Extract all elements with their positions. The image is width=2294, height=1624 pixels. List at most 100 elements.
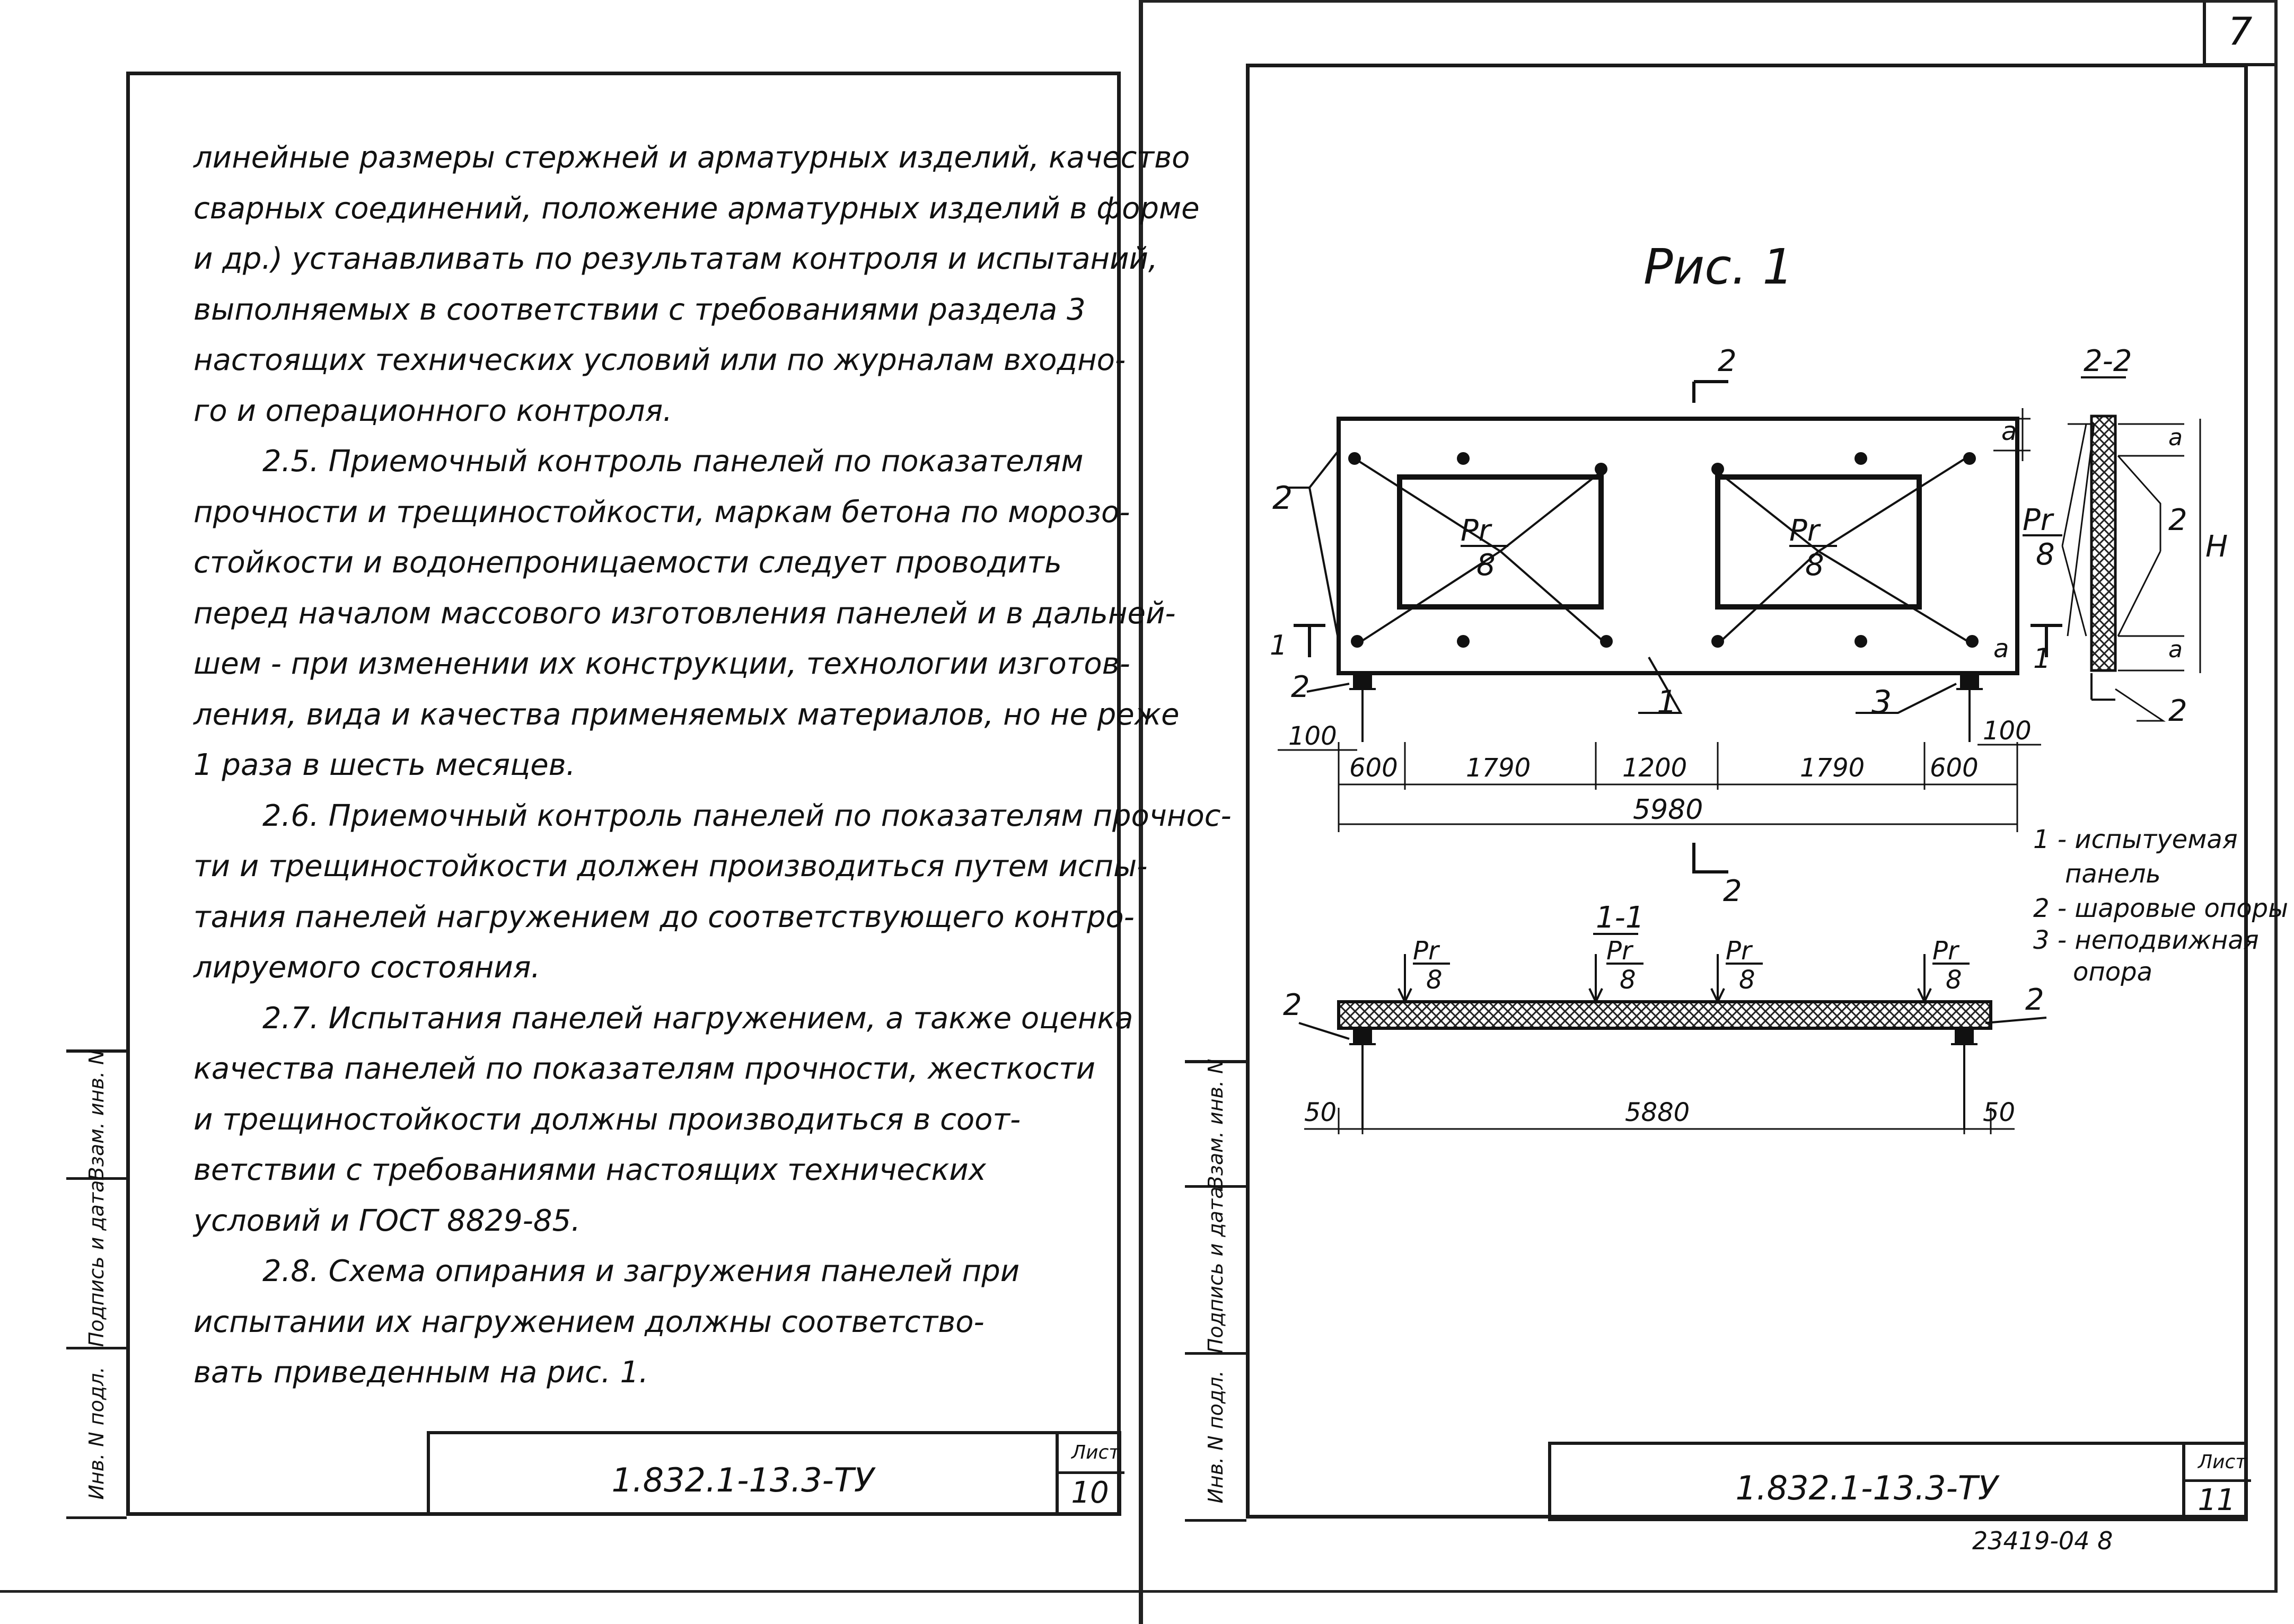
- legend-line: 2 - шаровые опоры: [2033, 894, 2288, 923]
- dim-a: a: [2168, 636, 2183, 663]
- section-label: 1: [1270, 630, 1287, 661]
- page-bottom-edge: [0, 1590, 2278, 1593]
- load-label: Pr: [1932, 936, 1960, 966]
- sheet-label: Лист: [2198, 1451, 2247, 1473]
- dim-50: 50: [1983, 1098, 2015, 1127]
- text-line: шем - при изменении их конструкции, техн…: [194, 647, 1130, 681]
- callout-2: 2: [1291, 670, 1310, 704]
- side-cell-inv: Инв. N подл.: [1185, 1355, 1246, 1522]
- text-line: 2.5. Приемочный контроль панелей по пока…: [262, 444, 1084, 479]
- side-cell-sign: Подпись и дата: [66, 1180, 127, 1349]
- text-line: перед началом массового изготовления пан…: [194, 596, 1176, 631]
- load-label: Pr: [1461, 514, 1492, 548]
- callout-2: 2: [2168, 694, 2187, 728]
- support-left: [1349, 674, 1376, 742]
- text-line: тания панелей нагружением до соответству…: [194, 899, 1135, 934]
- text-line: 2.6. Приемочный контроль панелей по пока…: [262, 798, 1232, 833]
- dim-100: 100: [1983, 716, 2032, 746]
- text-line: го и операционного контроля.: [194, 393, 673, 428]
- window-right: [1715, 474, 1922, 610]
- section-1-1-body: [1337, 1000, 1992, 1030]
- section-label: 2: [1718, 344, 1737, 378]
- page-divider: [1139, 0, 1143, 1624]
- text-line: 2.7. Испытания панелей нагружением, а та…: [262, 1001, 1133, 1036]
- load-label: Pr: [1726, 936, 1753, 966]
- dim-line-1-1: [1304, 1108, 2015, 1134]
- load-label: 8: [1476, 548, 1496, 582]
- dim-a: a: [1993, 634, 2009, 664]
- dim-5980: 5980: [1633, 794, 1703, 826]
- section-label: 2: [1723, 874, 1742, 908]
- text-line: линейные размеры стержней и арматурных и…: [194, 140, 1190, 175]
- sheet-number: 10: [1071, 1476, 1109, 1510]
- sheet-label: Лист: [1071, 1442, 1120, 1463]
- text-line: 2.8. Схема опирания и загружения панелей…: [262, 1254, 1020, 1288]
- callout-3: 3: [1871, 684, 1892, 721]
- support-2-2: [2090, 673, 2115, 701]
- archive-number: 23419-04 8: [1972, 1526, 2113, 1555]
- dim-1790: 1790: [1466, 753, 1531, 783]
- load-label: Pr: [1413, 936, 1440, 966]
- text-line: 1 раза в шесть месяцев.: [194, 748, 576, 782]
- load-lines-right: [1717, 455, 1973, 645]
- text-line: и др.) устанавливать по результатам конт…: [194, 242, 1158, 276]
- load-label: Pr: [1606, 936, 1634, 966]
- callout-2: 2: [1283, 988, 1302, 1022]
- text-line: ления, вида и качества применяемых матер…: [194, 697, 1180, 732]
- dim-1200: 1200: [1622, 753, 1687, 783]
- section-marker-bottom: [1692, 843, 1728, 873]
- section-2-2-body: [2090, 414, 2117, 672]
- text-line: выполняемых в соответствии с требованиям…: [194, 292, 1086, 327]
- load-arrows: [1398, 954, 1932, 1004]
- right-sheet-frame: [1246, 64, 2248, 1519]
- section-marker-right: [2031, 624, 2062, 657]
- right-title-block: 1.832.1-13.3-ТУ Лист 11: [1548, 1442, 2251, 1521]
- text-line: качества панелей по показателям прочност…: [194, 1052, 1096, 1086]
- dim-a: a: [2001, 417, 2017, 446]
- text-line: вать приведенным на рис. 1.: [194, 1355, 648, 1390]
- dim-chain-line: [1338, 742, 2018, 832]
- text-line: лируемого состояния.: [194, 950, 541, 985]
- figure-title: Рис. 1: [1643, 239, 1794, 295]
- section-2-2-label: 2-2: [2084, 344, 2132, 378]
- text-line: стойкости и водонепроницаемости следует …: [194, 545, 1062, 580]
- side-cell-replace: Взам. инв. N: [66, 1049, 127, 1180]
- legend-line: панель: [2065, 859, 2161, 889]
- load-label: Pr: [1789, 514, 1821, 548]
- section-marker-left: [1294, 624, 1325, 657]
- dim-600: 600: [1349, 753, 1398, 783]
- callout-2: 2: [2168, 503, 2187, 537]
- side-cell-inv: Инв. N подл.: [66, 1349, 127, 1519]
- section-label: 1: [2033, 643, 2051, 675]
- legend-line: опора: [2073, 957, 2152, 987]
- load-lines-left: [1353, 457, 1607, 645]
- legend-line: 1 - испытуемая: [2033, 825, 2238, 854]
- legend-line: 3 - неподвижная: [2033, 925, 2259, 955]
- text-line: и трещиностойкости должны производиться …: [194, 1102, 1021, 1137]
- dim-1790: 1790: [1800, 753, 1865, 783]
- load-label: 8: [1946, 965, 1962, 995]
- page-top-edge: [1143, 0, 2278, 3]
- window-left: [1397, 474, 1604, 610]
- document-code: 1.832.1-13.3-ТУ: [611, 1461, 874, 1499]
- left-side-strip: Инв. N подл. Подпись и дата Взам. инв. N: [66, 1049, 130, 1519]
- page-right-edge: [2274, 0, 2278, 1590]
- load-label: 8: [1426, 965, 1443, 995]
- text-line: прочности и трещиностойкости, маркам бет…: [194, 495, 1130, 529]
- dim-H: H: [2205, 529, 2228, 564]
- text-line: настоящих технических условий или по жур…: [194, 343, 1126, 377]
- body-text: линейные размеры стержней и арматурных и…: [194, 133, 1232, 1398]
- callout-2: 2: [1272, 480, 1293, 517]
- load-points: [1348, 452, 1979, 648]
- side-cell-sign: Подпись и дата: [1185, 1187, 1246, 1355]
- text-line: испытании их нагружением должны соответс…: [194, 1304, 985, 1339]
- load-label: Pr: [2023, 503, 2054, 537]
- dim-a: a: [2168, 424, 2183, 451]
- sheet-divider-h: [1056, 1471, 1124, 1474]
- section-marker-top: [1692, 380, 1728, 403]
- text-line: ти и трещиностойкости должен производить…: [194, 849, 1148, 884]
- sheet-divider-h: [2182, 1479, 2251, 1482]
- section-1-1-label: 1-1: [1596, 901, 1644, 935]
- dim-5880: 5880: [1625, 1098, 1690, 1127]
